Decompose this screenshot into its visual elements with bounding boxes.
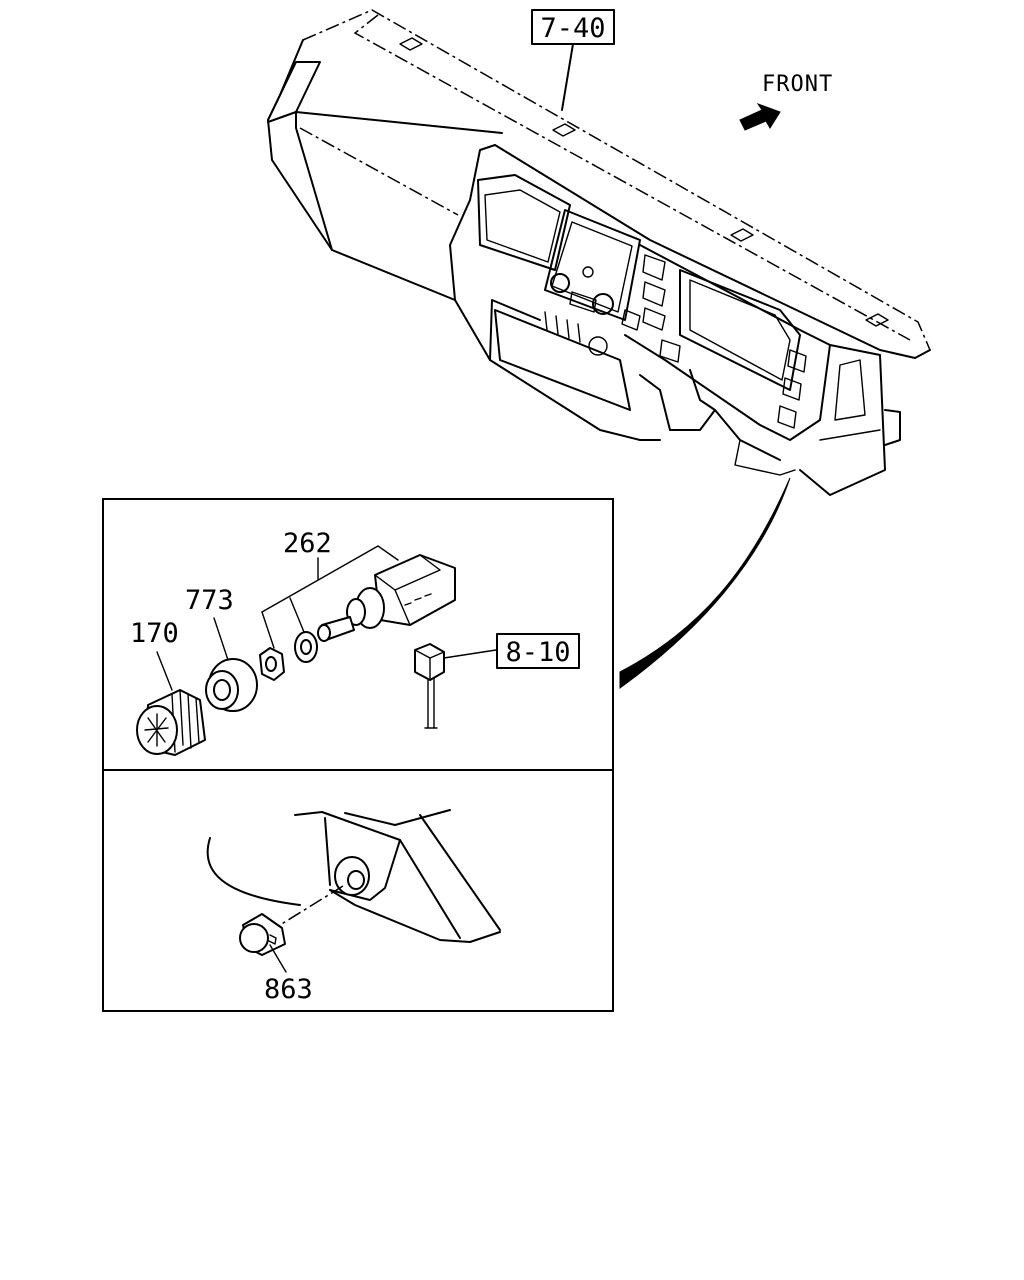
detail-frame [102, 498, 614, 1012]
reference-box-7-40[interactable]: 7-40 [531, 9, 615, 45]
part-label-262: 262 [283, 528, 332, 559]
part-label-170: 170 [130, 618, 179, 649]
front-indicator: FRONT [739, 72, 833, 131]
front-label: FRONT [762, 72, 833, 97]
plug-detail [206, 809, 501, 956]
arrow-icon [739, 103, 781, 131]
part-label-863: 863 [264, 974, 313, 1005]
dashboard-assembly [267, 9, 931, 496]
reference-label: 7-40 [540, 13, 605, 44]
reference-label: 8-10 [505, 637, 570, 668]
connector-curve [619, 477, 791, 689]
switch-assembly [136, 554, 456, 756]
reference-box-8-10[interactable]: 8-10 [496, 633, 580, 669]
part-label-773: 773 [185, 585, 234, 616]
